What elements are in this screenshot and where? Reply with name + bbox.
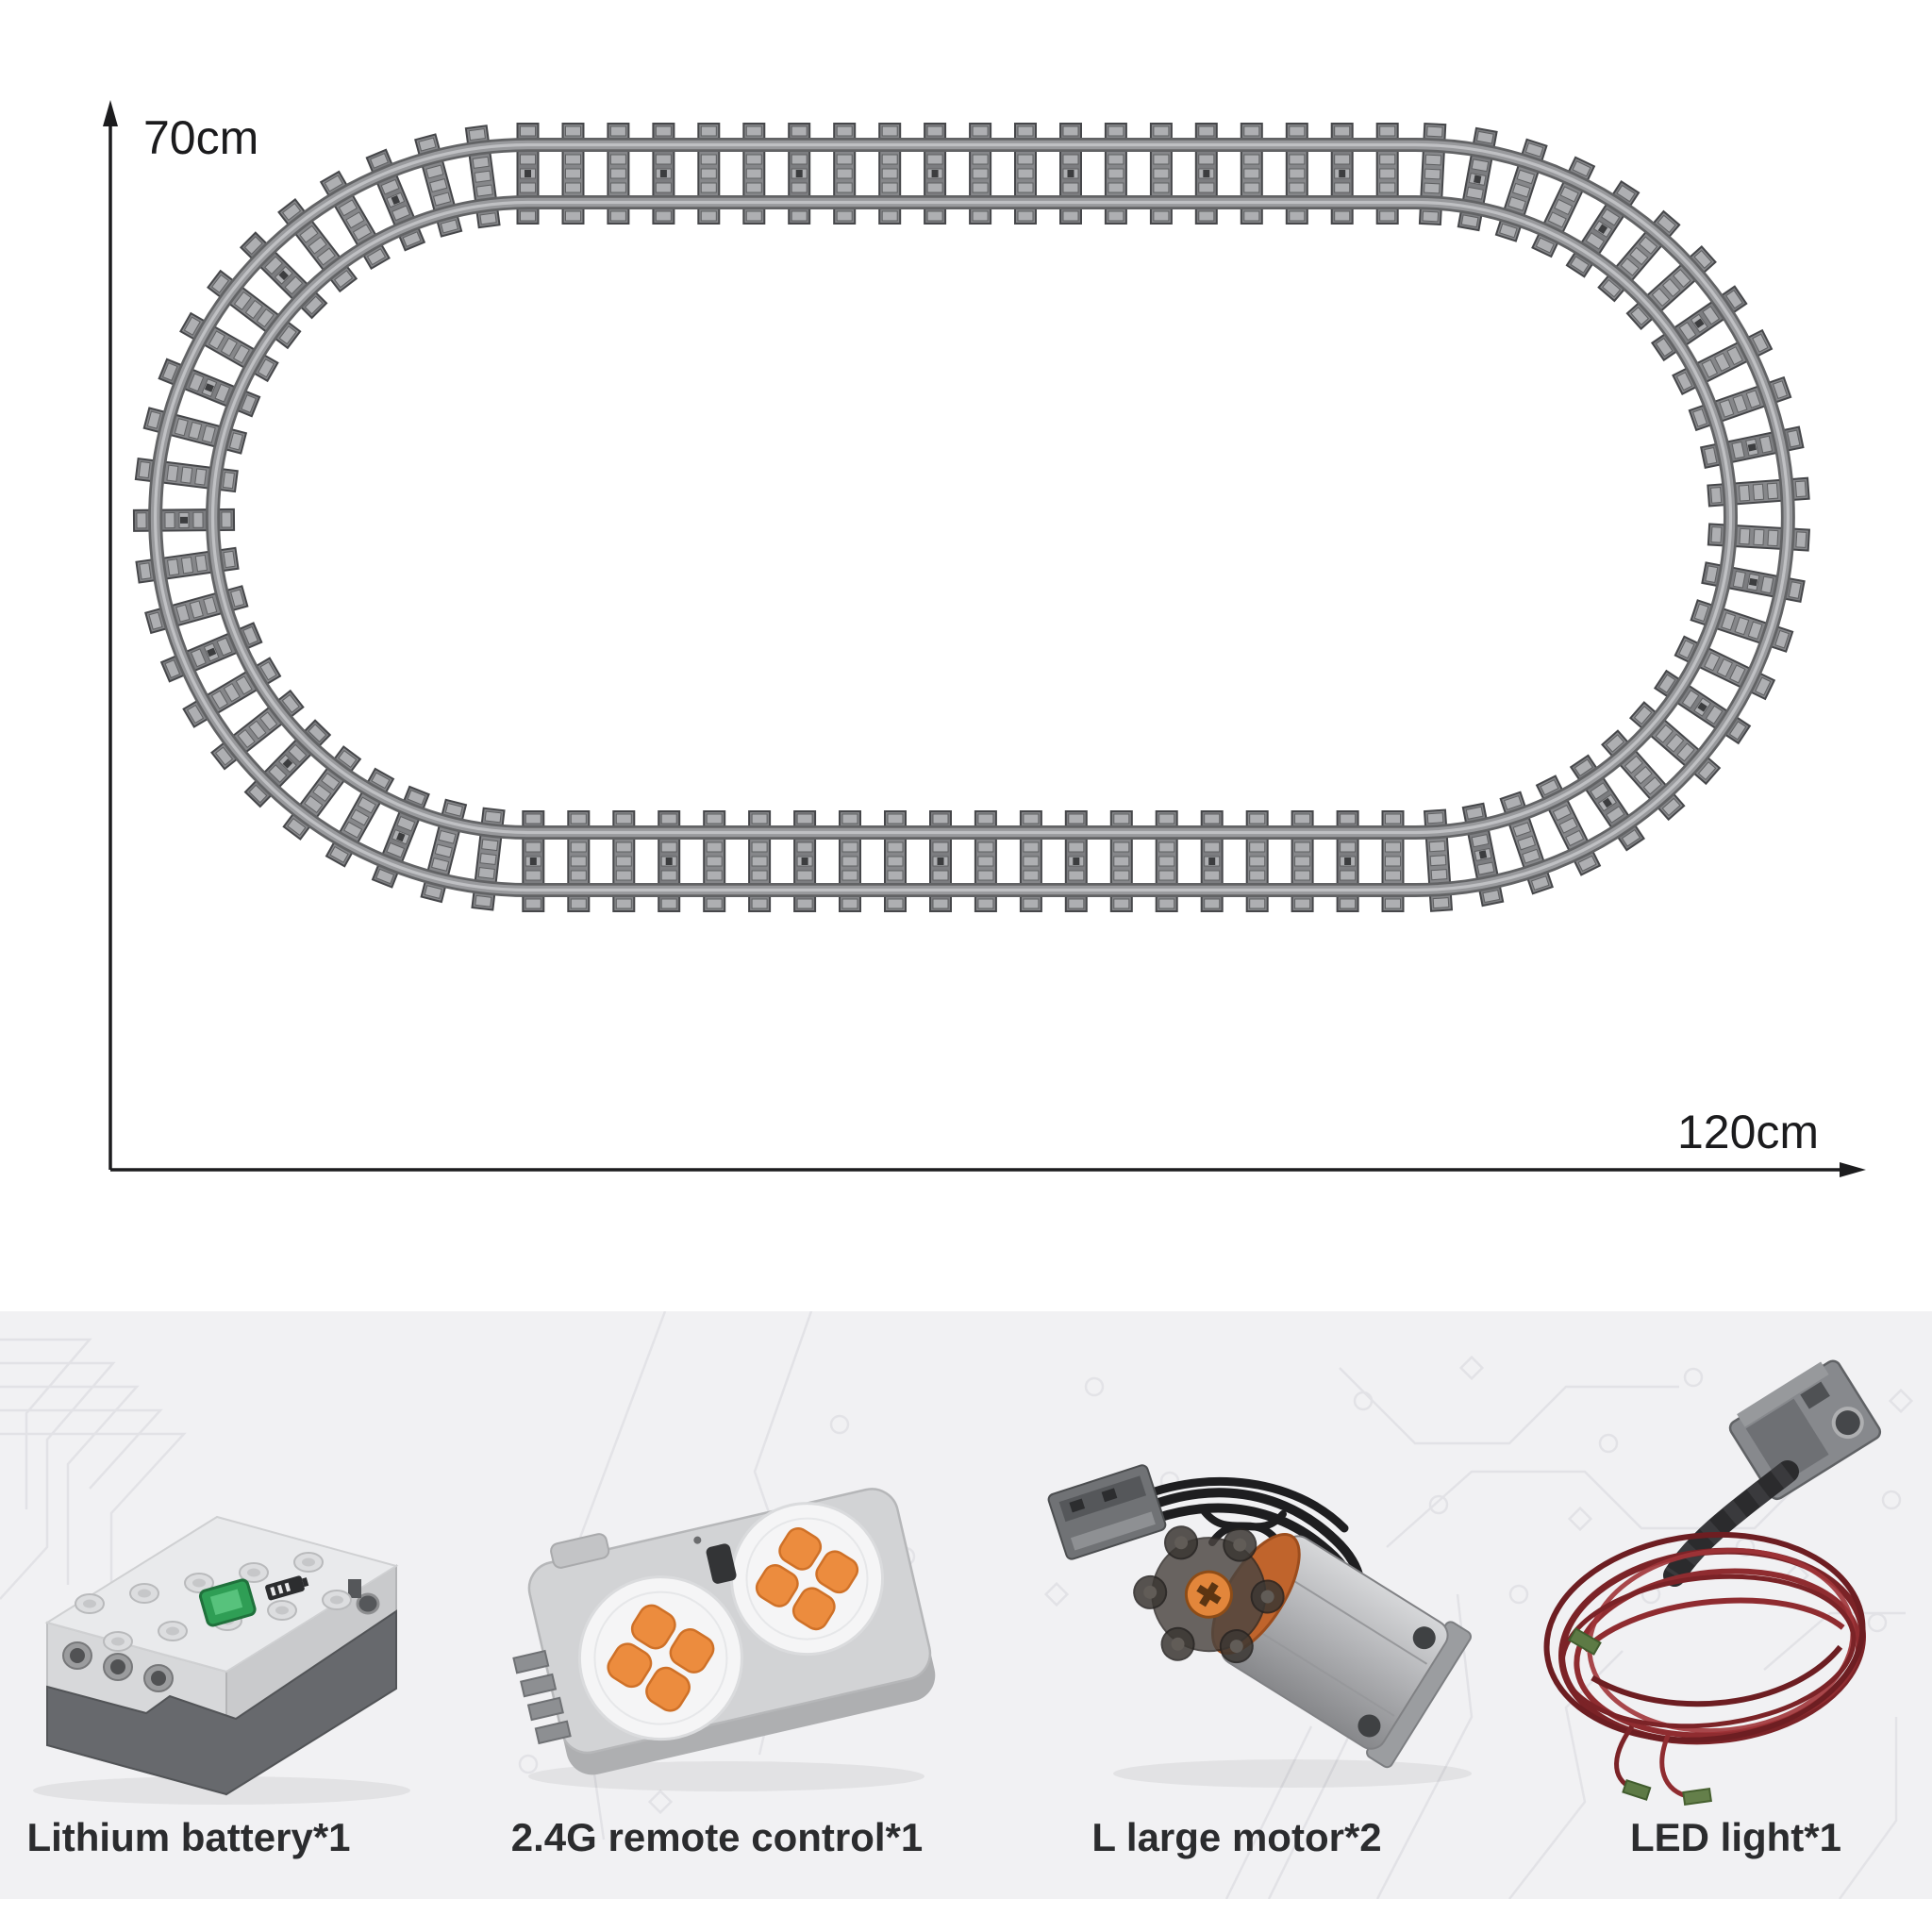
inner-rail (206, 195, 1738, 840)
left-pad-buttons[interactable] (604, 1601, 718, 1715)
component-label-remote-control: 2.4G remote control*1 (510, 1815, 924, 1859)
height-label: 70cm (143, 111, 258, 164)
outer-rail (148, 138, 1795, 897)
battery-dark-tub (46, 1609, 397, 1796)
outer-rail (150, 140, 1793, 895)
dimension-diagram: 70cm 120cm (103, 100, 1866, 1177)
battery-indicator (198, 1578, 257, 1627)
led-connector (1728, 1359, 1882, 1501)
motor-gear-housing (1133, 1525, 1285, 1664)
left-control-pad[interactable] (563, 1560, 758, 1755)
right-pad-buttons[interactable] (753, 1524, 862, 1634)
motor-cable-connector (1047, 1464, 1167, 1560)
led-chip-tips (1568, 1627, 1712, 1807)
motor-body (1133, 1525, 1472, 1769)
outer-rail (153, 142, 1790, 892)
component-label-large-motor: L large motor*2 (1091, 1815, 1382, 1859)
right-control-pad[interactable] (717, 1489, 898, 1670)
remote-led-dot (693, 1536, 702, 1544)
track-rails (148, 138, 1795, 897)
up-arrow-icon (103, 100, 118, 126)
battery-meter-icon (265, 1575, 309, 1601)
height-dimension: 70cm (103, 100, 258, 1170)
right-arrow-icon (1840, 1162, 1866, 1177)
lithium-battery-image (33, 1515, 410, 1805)
inner-rail (210, 200, 1733, 835)
component-label-led-light: LED light*1 (1629, 1815, 1842, 1859)
remote-top-bump (550, 1533, 610, 1569)
large-motor-image (1047, 1464, 1472, 1788)
remote-connector-fins (512, 1649, 572, 1745)
led-light-image (1543, 1359, 1882, 1807)
component-label-lithium-battery: Lithium battery*1 (26, 1815, 351, 1859)
remote-control-image (512, 1488, 936, 1791)
led-wire-coil (1543, 1531, 1866, 1745)
motor-shadow (1113, 1759, 1472, 1788)
inner-rail (208, 197, 1736, 838)
width-label: 120cm (1677, 1106, 1819, 1158)
train-track-oval (132, 122, 1811, 912)
remote-switch[interactable] (705, 1542, 737, 1585)
width-dimension: 120cm (110, 1106, 1866, 1177)
motor-pin-hole (1412, 1626, 1436, 1650)
led-cable-sleeve (1663, 1460, 1799, 1587)
motor-pin-hole (1357, 1714, 1381, 1738)
battery-pin-holes (62, 1579, 380, 1692)
remote-shadow (528, 1761, 924, 1791)
